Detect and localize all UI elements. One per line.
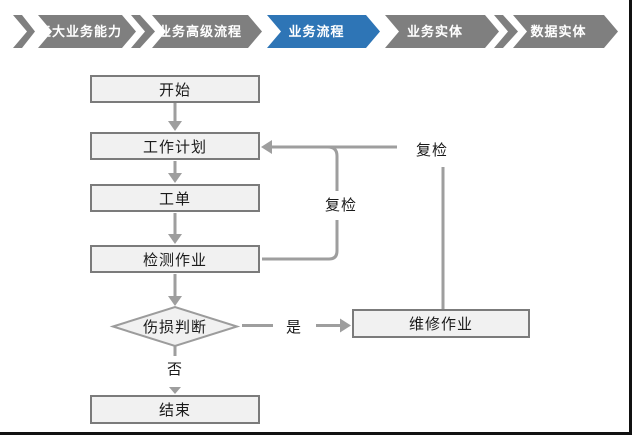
node-damage-decision: 伤损判断 bbox=[142, 319, 207, 336]
node-work-plan: 工作计划 bbox=[90, 132, 260, 160]
nav-tab-business-entity[interactable]: 业务实体 bbox=[385, 15, 499, 48]
node-end: 结束 bbox=[90, 395, 260, 424]
node-repair-job: 维修作业 bbox=[352, 309, 530, 338]
page-frame-right-border bbox=[629, 0, 632, 435]
nav-tab-data-entity[interactable]: 数据实体 bbox=[513, 15, 618, 48]
nav-tab-five-capabilities[interactable]: 五大业务能力 bbox=[38, 15, 136, 48]
edge-label-yes: 是 bbox=[285, 319, 302, 336]
page-frame-bottom-border bbox=[0, 432, 632, 435]
edge-label-recheck-inner: 复检 bbox=[324, 197, 357, 214]
node-start: 开始 bbox=[90, 75, 260, 103]
edge-label-recheck-outer: 复检 bbox=[415, 142, 448, 159]
edge-label-no: 否 bbox=[166, 361, 183, 378]
node-work-order: 工单 bbox=[90, 184, 260, 212]
node-inspection-job: 检测作业 bbox=[90, 245, 260, 273]
nav-tab-high-level-process[interactable]: 业务高级流程 bbox=[152, 15, 262, 48]
chevron-lead-icon bbox=[13, 15, 35, 48]
nav-tab-business-process-active[interactable]: 业务流程 bbox=[267, 15, 380, 48]
